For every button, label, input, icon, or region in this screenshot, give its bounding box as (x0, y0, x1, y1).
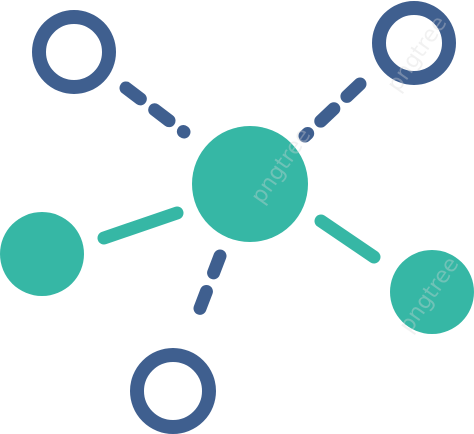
filled-node-left (0, 212, 84, 296)
dashed-connector-bottom (187, 249, 227, 331)
solid-connector-left (97, 206, 184, 245)
dashed-connector-top-right (298, 77, 367, 143)
dashed-connector-top-left (119, 81, 191, 139)
solid-connector-right (314, 214, 381, 264)
filled-node-right (390, 250, 474, 334)
outline-node-bottom (130, 348, 216, 434)
outline-node-top-right (372, 1, 456, 85)
outline-node-top-left (32, 10, 116, 94)
central-node (192, 126, 308, 242)
